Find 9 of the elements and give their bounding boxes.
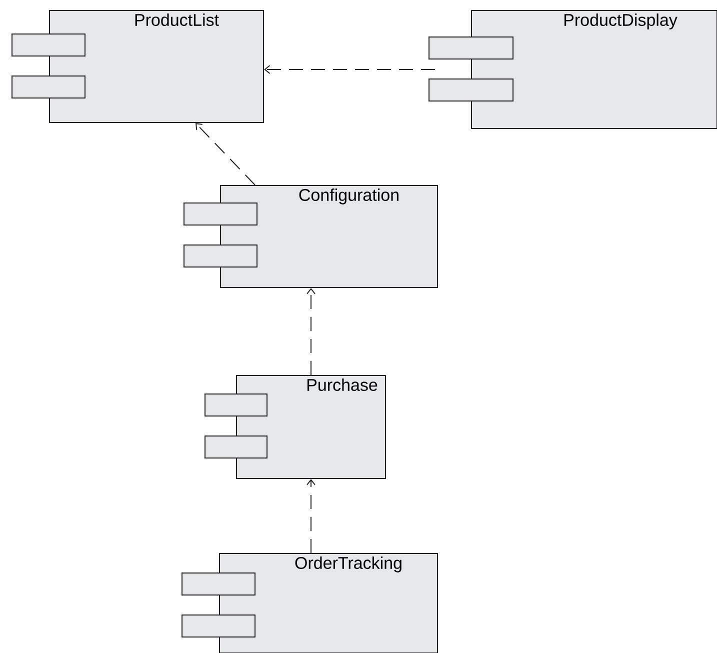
dependency-arrow	[306, 288, 316, 376]
component-box: OrderTracking	[182, 553, 438, 653]
dependency-arrow	[196, 123, 256, 186]
component-box: Purchase	[204, 375, 386, 479]
dependency-arrow	[306, 479, 316, 554]
component-box: ProductList	[12, 10, 264, 123]
component-box: Configuration	[184, 185, 438, 288]
component-box: ProductDisplay	[428, 10, 717, 129]
dependency-arrow	[264, 65, 436, 74]
